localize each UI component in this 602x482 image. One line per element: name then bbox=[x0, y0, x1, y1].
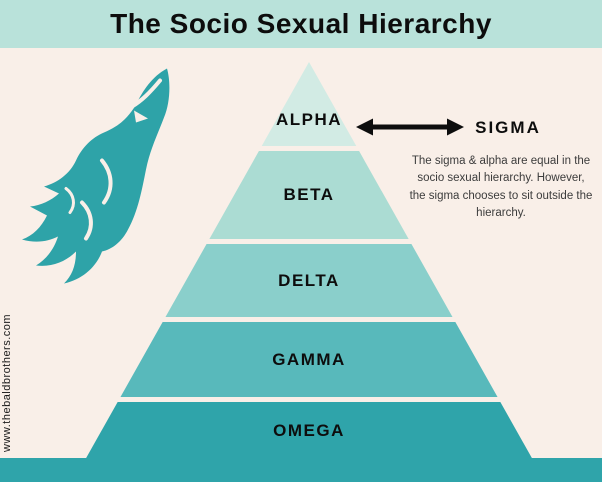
page-title: The Socio Sexual Hierarchy bbox=[110, 8, 492, 39]
tier-gamma: GAMMA bbox=[85, 322, 533, 397]
howling-wolf-icon bbox=[22, 68, 170, 284]
sigma-label: SIGMA bbox=[475, 118, 541, 137]
tier-gamma-label: GAMMA bbox=[272, 349, 346, 369]
double-arrow-icon bbox=[356, 118, 464, 136]
tier-omega: OMEGA bbox=[85, 402, 533, 459]
tier-alpha-label: ALPHA bbox=[275, 110, 343, 129]
tier-beta-label: BETA bbox=[283, 185, 335, 204]
sigma-note: The sigma & alpha are equal in the socio… bbox=[409, 155, 593, 219]
tier-delta-label: DELTA bbox=[278, 270, 340, 290]
footer-bar bbox=[0, 458, 602, 482]
header-banner: The Socio Sexual Hierarchy bbox=[0, 0, 602, 48]
tier-omega-label: OMEGA bbox=[273, 420, 345, 440]
watermark-text: www.thebaldbrothers.com bbox=[1, 313, 13, 452]
